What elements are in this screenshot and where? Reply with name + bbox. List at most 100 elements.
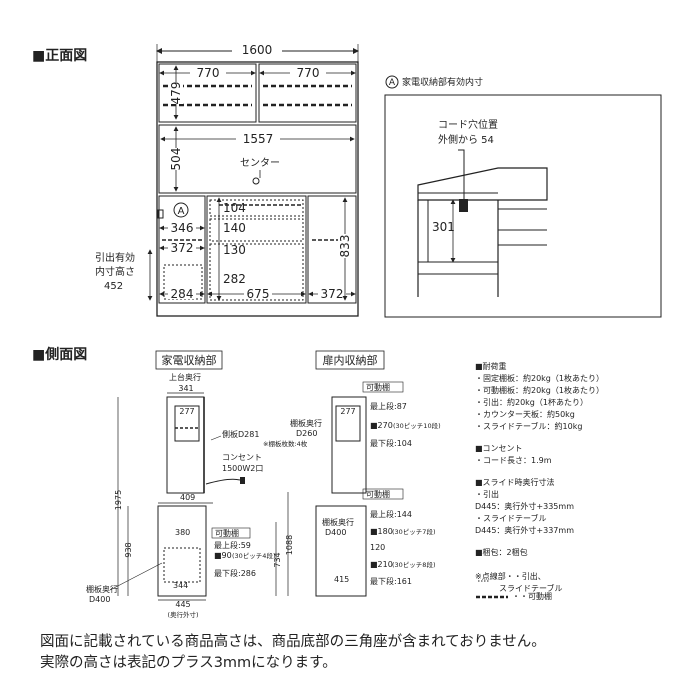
footer-line-1: 図面に記載されている商品高さは、商品底部の三角座が含まれておりません。 [40, 634, 546, 650]
dim-1088: 1088 [285, 535, 294, 555]
marker-a-front: A [178, 206, 185, 217]
r-shelf-count: ※棚板枚数:4枚 [263, 439, 308, 448]
r-pitch-180: ■180 [370, 527, 393, 536]
slide-title: ■スライド時奥行寸法 [475, 478, 555, 487]
r-shelf-depth-4: D400 [325, 528, 346, 537]
slide-item: ・引出 [475, 490, 499, 499]
shelf-depth-l2: D400 [89, 595, 110, 604]
r-pitch-210-note: (30ピッチ8段) [392, 560, 435, 569]
front-view: ■正面図 1600 770 770 479 1557 5 [32, 43, 359, 317]
detail-height: 301 [432, 220, 455, 234]
cord-label-2: 外側から 54 [438, 133, 494, 146]
total-width-label: 1600 [242, 43, 273, 57]
pitch-90: ■90 [214, 551, 232, 560]
r-shelf-depth-1: 棚板奥行 [290, 418, 322, 428]
dim-346: 346 [171, 221, 194, 235]
bottom-step-286: 最下段:286 [214, 568, 256, 578]
cabinet-outline [156, 61, 359, 317]
r-shelf-depth-2: D260 [296, 429, 317, 438]
top-step-59: 最上段:59 [214, 540, 251, 550]
depth-380: 380 [175, 528, 190, 537]
r-pitch-210: ■210 [370, 560, 393, 569]
upper-left-width: 770 [197, 66, 220, 80]
load-item: ・引出：約20kg（1杯あたり） [475, 398, 588, 407]
r-pitch-180-note: (30ピッチ7段) [392, 527, 435, 536]
r-277: 277 [340, 407, 355, 416]
dim-130: 130 [223, 243, 246, 257]
legend-2: ・・可動棚 [512, 592, 552, 601]
r-movable: 可動棚 [366, 382, 390, 392]
cord-label-1: コード穴位置 [438, 118, 498, 131]
depth-445: 445 [175, 600, 190, 609]
side-board: 側板D281 [222, 429, 259, 439]
side-view-title: ■側面図 [32, 346, 87, 363]
slide-item: D445：奥行外寸+337mm [475, 526, 574, 535]
slide-item: ・スライドテーブル [475, 514, 547, 523]
side-right-label: 扉内収納部 [323, 353, 378, 367]
r-pitch-270: ■270 [370, 421, 393, 430]
center-label: センター [240, 157, 280, 169]
outlet-item: ・コード長さ：1.9m [475, 456, 552, 465]
dim-344: 344 [173, 581, 188, 590]
detail-frame [384, 94, 662, 318]
upper-right-width: 770 [297, 66, 320, 80]
inner-277-left: 277 [179, 407, 194, 416]
slide-item: D445：奥行外寸+335mm [475, 502, 574, 511]
dim-104: 104 [223, 201, 246, 215]
detail-a: A 家電収納部有効内寸 コード穴位置 外側から 54 301 [384, 75, 662, 318]
dim-282: 282 [223, 272, 246, 286]
dim-734: 734 [273, 552, 282, 567]
dim-284: 284 [171, 287, 194, 301]
outlet-label-2: 1500W2口 [222, 464, 263, 473]
footer-line-2: 実際の高さは表記のプラス3mmになります。 [40, 655, 337, 671]
total-height-1975: 1975 [114, 490, 123, 510]
middle-width: 1557 [243, 132, 274, 146]
dim-938: 938 [124, 542, 133, 557]
dim-140: 140 [223, 221, 246, 235]
front-view-title: ■正面図 [32, 48, 87, 64]
r-pitch-270-note: (30ピッチ10段) [393, 421, 441, 430]
legend-1b: スライドテーブル [499, 584, 563, 593]
pitch-90-note: (30ピッチ4段) [232, 551, 275, 560]
drawer-label-2: 内寸高さ [95, 265, 135, 278]
drawer-label-3: 452 [104, 281, 123, 292]
upper-height: 479 [169, 82, 183, 105]
legend-1: ※点線部・・引出、 スライドテーブル [475, 571, 563, 595]
r-bottom-161: 最下段:161 [370, 576, 412, 586]
detail-title: 家電収納部有効内寸 [402, 76, 483, 88]
upper-depth-label: 上台奥行 [169, 372, 201, 382]
movable-shelf-left: 可動棚 [215, 528, 239, 538]
dim-372-left: 372 [171, 241, 194, 255]
load-item: ・カウンター天板：約50kg [475, 410, 575, 419]
dim-833: 833 [338, 235, 352, 258]
load-item: ・スライドテーブル：約10kg [475, 422, 583, 431]
pack-title: ■梱包：2梱包 [475, 548, 528, 557]
r-top-87: 最上段:87 [370, 401, 407, 411]
r-415: 415 [334, 575, 349, 584]
legend-1a: ※点線部・・引出、 [475, 572, 546, 581]
side-left-label: 家電収納部 [162, 353, 217, 367]
dim-675: 675 [247, 287, 270, 301]
detail-marker: A [389, 78, 396, 88]
r-120: 120 [370, 543, 385, 552]
upper-depth: 341 [178, 384, 193, 393]
load-title: ■耐荷重 [475, 362, 507, 371]
footer-note: 図面に記載されている商品高さは、商品底部の三角座が含まれておりません。 実際の高… [40, 632, 546, 674]
shelf-depth-l1: 棚板奥行 [86, 584, 118, 594]
load-item: ・固定棚板：約20kg（1枚あたり） [475, 374, 604, 383]
dim-372-right: 372 [321, 287, 344, 301]
spec-notes: ■耐荷重 ・固定棚板：約20kg（1枚あたり） ・可動棚板：約20kg（1枚あた… [475, 361, 604, 559]
side-view: ■側面図 家電収納部 扉内収納部 上台奥行 341 277 側板D281 コンセ… [32, 346, 508, 619]
r-top-144: 最上段:144 [370, 509, 412, 519]
depth-445-note: (奥行外寸) [167, 610, 198, 619]
middle-height: 504 [169, 148, 183, 171]
r-movable-2: 可動棚 [366, 489, 390, 499]
load-item: ・可動棚板：約20kg（1枚あたり） [475, 386, 604, 395]
outlet-title: ■コンセント [475, 444, 523, 453]
r-bottom-104: 最下段:104 [370, 438, 412, 448]
depth-409: 409 [180, 493, 195, 502]
r-shelf-depth-3: 棚板奥行 [322, 517, 354, 527]
drawer-label-1: 引出有効 [95, 251, 135, 264]
outlet-label-1: コンセント [222, 453, 262, 462]
